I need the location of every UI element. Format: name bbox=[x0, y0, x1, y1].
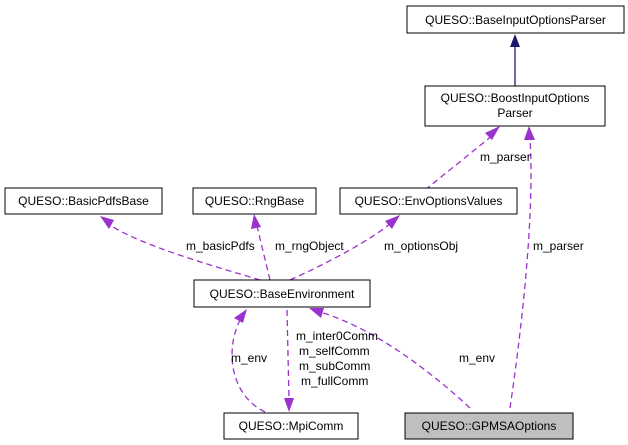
node-label: QUESO::GPMSAOptions bbox=[422, 419, 557, 433]
node-base-input-options-parser[interactable]: QUESO::BaseInputOptionsParser bbox=[406, 5, 625, 34]
node-basic-pdfs-base[interactable]: QUESO::BasicPdfsBase bbox=[4, 187, 163, 215]
edge-label-comm-line1: m_inter0Comm bbox=[296, 329, 378, 343]
node-boost-input-options-parser[interactable]: QUESO::BoostInputOptions Parser bbox=[424, 85, 606, 127]
node-gpmsa-options[interactable]: QUESO::GPMSAOptions bbox=[404, 412, 574, 440]
edge-envoptions-to-boostparser bbox=[424, 126, 500, 191]
node-label-line1: QUESO::BoostInputOptions bbox=[441, 91, 590, 105]
usage-arrowhead bbox=[485, 126, 500, 140]
edge-label-m-options-obj: m_optionsObj bbox=[384, 239, 458, 253]
node-label: QUESO::BaseEnvironment bbox=[210, 287, 355, 301]
node-label: QUESO::BaseInputOptionsParser bbox=[425, 13, 606, 27]
inheritance-edge-boost-to-base bbox=[510, 34, 520, 86]
edge-label-comm-line2: m_selfComm bbox=[299, 344, 370, 358]
edge-gpmsa-to-boostparser bbox=[509, 126, 535, 409]
edge-label-m-env-gpmsa: m_env bbox=[459, 351, 495, 365]
usage-arrowhead bbox=[234, 309, 247, 323]
usage-arrowhead bbox=[284, 398, 294, 412]
usage-arrowhead bbox=[524, 126, 535, 140]
node-rng-base[interactable]: QUESO::RngBase bbox=[192, 187, 317, 215]
edge-label-m-parser-envoptions: m_parser bbox=[480, 150, 531, 164]
node-env-options-values[interactable]: QUESO::EnvOptionsValues bbox=[339, 187, 518, 215]
edge-baseenv-to-mpicomm bbox=[284, 309, 294, 412]
edge-gpmsa-to-baseenv bbox=[309, 308, 471, 409]
usage-arrowhead bbox=[100, 216, 114, 229]
node-label: QUESO::EnvOptionsValues bbox=[355, 194, 503, 208]
edge-label-m-basic-pdfs: m_basicPdfs bbox=[186, 239, 255, 253]
node-label-line2: Parser bbox=[497, 106, 532, 120]
inheritance-arrowhead bbox=[510, 34, 520, 47]
edge-label-m-rng-object: m_rngObject bbox=[275, 239, 344, 253]
edge-mpicomm-to-baseenv bbox=[231, 309, 266, 413]
edge-label-comm-line3: m_subComm bbox=[299, 359, 370, 373]
edge-baseenv-to-basicpdfs bbox=[100, 216, 261, 281]
edge-label-comm-line4: m_fullComm bbox=[301, 374, 368, 388]
node-mpi-comm[interactable]: QUESO::MpiComm bbox=[223, 412, 359, 440]
usage-arrowhead bbox=[251, 214, 261, 229]
usage-arrowhead bbox=[309, 308, 324, 318]
edge-label-m-parser-gpmsa: m_parser bbox=[533, 239, 584, 253]
edge-baseenv-to-rngbase bbox=[251, 214, 271, 281]
edge-baseenv-to-envoptions bbox=[289, 215, 400, 281]
node-base-environment[interactable]: QUESO::BaseEnvironment bbox=[193, 279, 371, 308]
node-label: QUESO::MpiComm bbox=[239, 419, 344, 433]
node-label: QUESO::BasicPdfsBase bbox=[18, 194, 149, 208]
edge-label-m-env-mpicomm: m_env bbox=[231, 351, 267, 365]
node-label: QUESO::RngBase bbox=[205, 194, 305, 208]
usage-arrowhead bbox=[385, 215, 400, 229]
